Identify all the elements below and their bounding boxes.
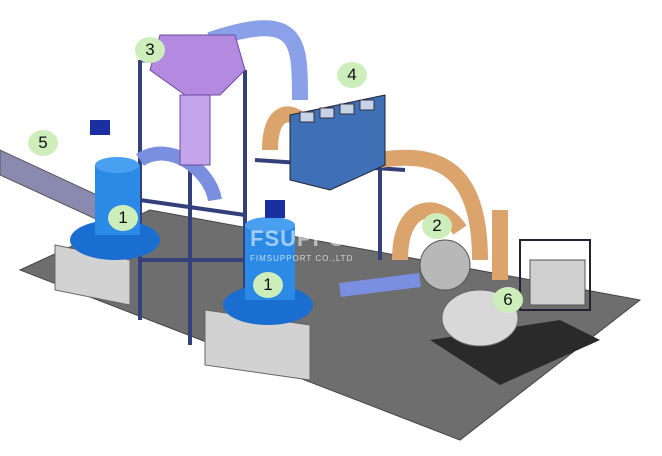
- callout-1-right: 1: [253, 272, 283, 298]
- pipe-blue-top: [207, 20, 308, 101]
- cyclone: [149, 34, 246, 96]
- fan-2: [419, 239, 471, 291]
- pipe-orange-2: [392, 202, 508, 280]
- bag-filter-tops: [299, 99, 375, 123]
- cyclone-pipe: [179, 94, 211, 166]
- watermark-brand: FSUPPORT: [250, 226, 378, 251]
- callout-5: 5: [28, 130, 58, 156]
- callout-1-left: 1: [108, 205, 138, 231]
- watermark-company: FIMSUPPORT CO.,LTD: [250, 254, 354, 263]
- callout-4: 4: [337, 62, 367, 88]
- callout-6: 6: [493, 287, 523, 313]
- callout-2: 2: [422, 213, 452, 239]
- callout-3: 3: [135, 37, 165, 63]
